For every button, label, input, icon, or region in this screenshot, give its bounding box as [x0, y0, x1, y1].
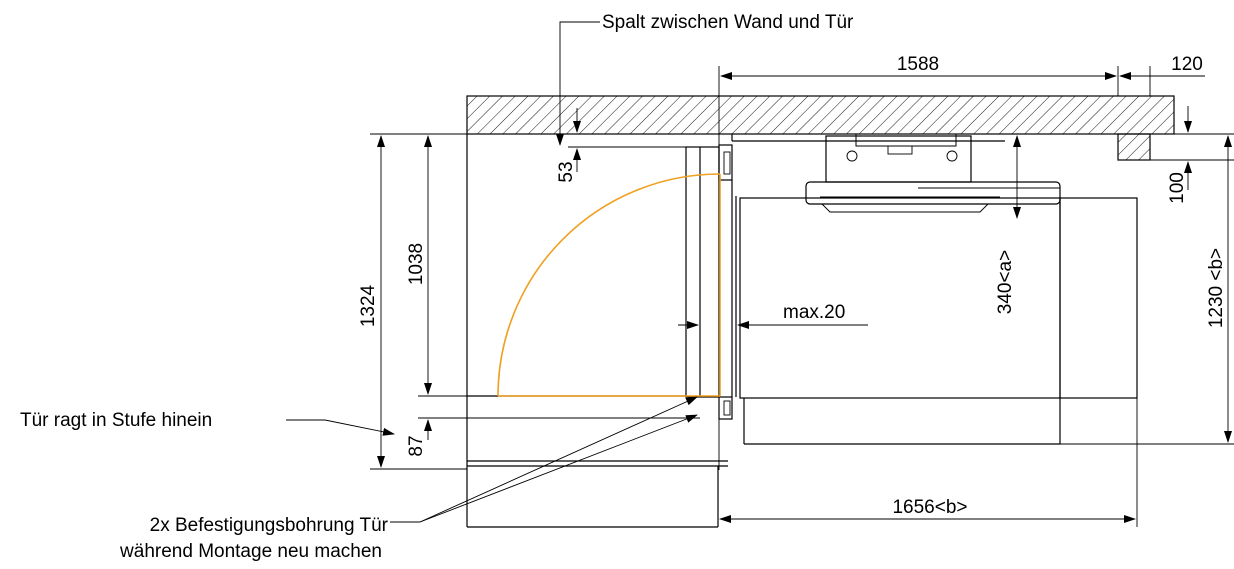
step-structure	[466, 134, 728, 528]
leader-lines	[286, 21, 698, 523]
unit-body	[739, 197, 1138, 445]
dim-1230b: 1230 <b>	[1206, 248, 1227, 328]
dim-120: 120	[1171, 54, 1203, 75]
dim-100: 100	[1167, 172, 1188, 204]
dim-1324: 1324	[358, 284, 379, 327]
gap-note: Spalt zwischen Wand und Tür	[602, 12, 854, 33]
extension-lines	[370, 66, 1234, 527]
dim-1038: 1038	[406, 243, 427, 285]
door-swing	[497, 173, 721, 397]
wall	[466, 95, 1175, 161]
step-note: Tür ragt in Stufe hinein	[20, 410, 212, 431]
dimension-lines	[377, 72, 1232, 523]
dim-1588: 1588	[897, 54, 939, 75]
door-frame	[685, 132, 737, 470]
dim-max20: max.20	[783, 302, 845, 323]
drill-note-line1: 2x Befestigungsbohrung Tür	[150, 515, 389, 536]
dim-87: 87	[406, 435, 427, 456]
dim-340a: 340<a>	[995, 250, 1016, 314]
dim-53: 53	[556, 161, 577, 182]
drill-note-line2: während Montage neu machen	[119, 541, 382, 562]
dim-1656b: 1656<b>	[892, 497, 967, 518]
ceiling-device	[731, 133, 1061, 213]
